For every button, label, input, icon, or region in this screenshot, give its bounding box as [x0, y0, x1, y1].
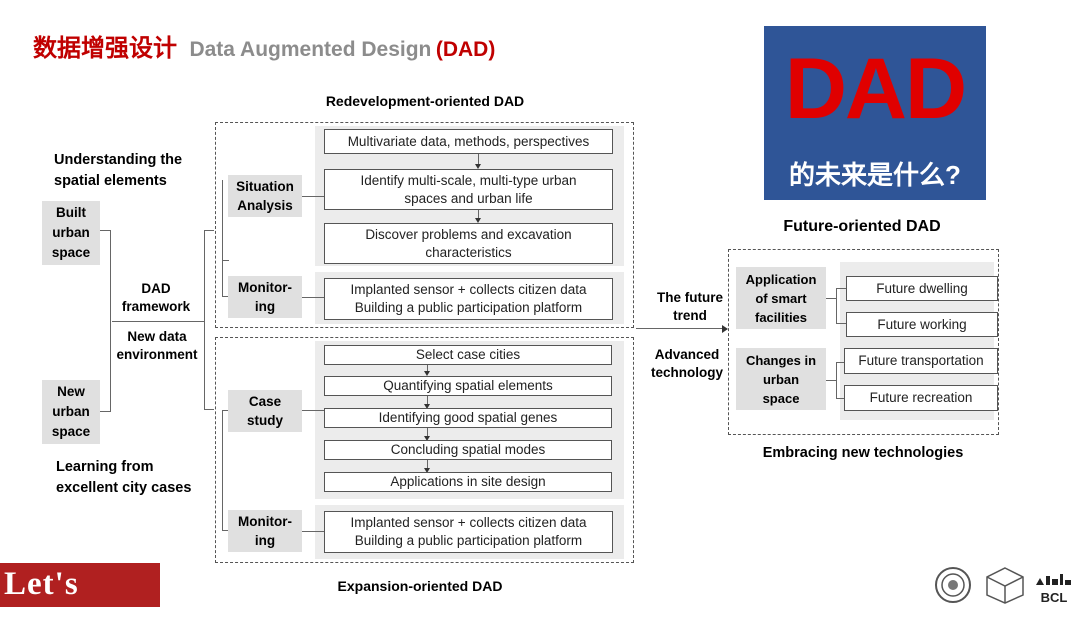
- dad-badge-big: DAD: [784, 41, 967, 137]
- title-cn: 数据增强设计: [33, 35, 177, 62]
- step-identifying-genes: Identifying good spatial genes: [324, 408, 612, 428]
- step-concluding: Concluding spatial modes: [324, 440, 612, 460]
- monitoring-label-bottom: Monitor-ing: [228, 510, 302, 552]
- monitor-box-top: Implanted sensor + collects citizen data…: [324, 278, 613, 320]
- step-applications: Applications in site design: [324, 472, 612, 492]
- step-multivariate: Multivariate data, methods, perspectives: [324, 129, 613, 154]
- title-en: Data Augmented Design: [189, 38, 432, 61]
- letstalk-logo: Let's TalK: [0, 563, 160, 639]
- monitor-box-bottom: Implanted sensor + collects citizen data…: [324, 511, 613, 553]
- future-transportation: Future transportation: [844, 348, 998, 374]
- embracing-label: Embracing new technologies: [762, 445, 964, 461]
- future-working: Future working: [846, 312, 998, 337]
- skyline-icon: [1036, 574, 1071, 585]
- redevelopment-frame: [215, 122, 634, 328]
- dad-badge: DAD 的未来是什么?: [764, 26, 986, 200]
- university-seal-icon: [934, 566, 972, 604]
- future-dwelling: Future dwelling: [846, 276, 998, 301]
- future-recreation: Future recreation: [844, 385, 998, 411]
- future-title: Future-oriented DAD: [783, 218, 941, 235]
- step-select-cities: Select case cities: [324, 345, 612, 365]
- monitoring-label-top: Monitor-ing: [228, 276, 302, 318]
- page-title: 数据增强设计 Data Augmented Design (DAD): [33, 28, 495, 63]
- expansion-frame: [215, 337, 634, 563]
- cube-logo-icon: [984, 566, 1026, 604]
- dad-badge-question: 的未来是什么?: [789, 160, 961, 190]
- future-frame: [728, 249, 999, 435]
- step-quantifying: Quantifying spatial elements: [324, 376, 612, 396]
- bcl-logo: BCL: [1034, 572, 1074, 605]
- title-abbr: (DAD): [435, 38, 496, 61]
- redevelopment-title: Redevelopment-oriented DAD: [325, 93, 525, 109]
- expansion-title: Expansion-oriented DAD: [337, 578, 503, 594]
